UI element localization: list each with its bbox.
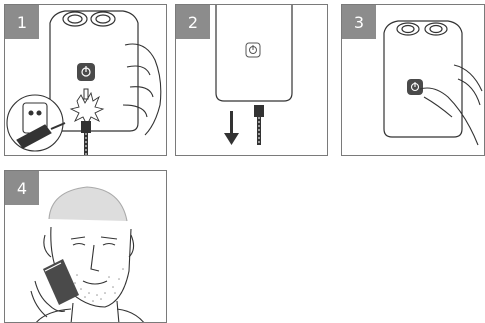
power-button-icon <box>77 63 95 81</box>
step-number-badge: 2 <box>176 5 210 39</box>
step-1-panel: 1 <box>4 4 167 156</box>
step-number-badge: 3 <box>342 5 376 39</box>
step-3-panel: 3 <box>341 4 485 156</box>
step-4-panel: 4 <box>4 170 167 323</box>
step-number-badge: 1 <box>5 5 39 39</box>
charging-cable-icon <box>254 105 264 145</box>
man-face-icon <box>35 187 145 323</box>
shaver-icon <box>384 21 462 137</box>
arrow-down-icon <box>224 111 239 145</box>
power-button-icon <box>407 79 423 95</box>
step-2-panel: 2 <box>175 4 328 156</box>
step-number-badge: 4 <box>5 171 39 205</box>
charging-cable-icon <box>81 121 91 156</box>
